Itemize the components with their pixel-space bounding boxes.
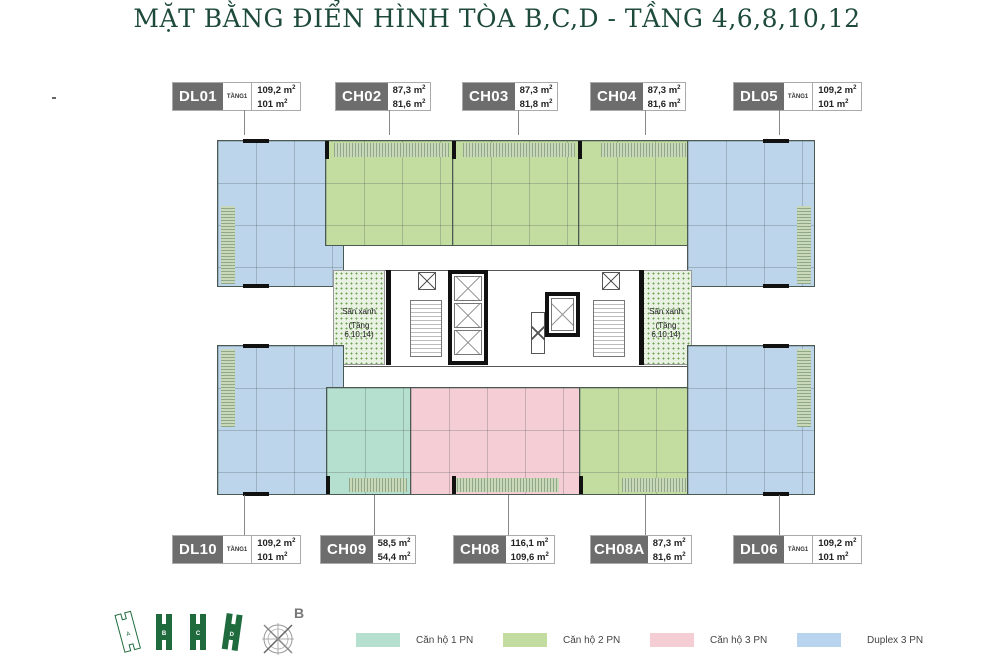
unit-dl06[interactable] — [687, 344, 815, 496]
legend-item-2pn: Căn hộ 2 PN — [503, 633, 620, 647]
legend-swatch — [650, 633, 694, 647]
block-key: A B C D — [114, 610, 243, 653]
unit-code: CH03 — [463, 83, 515, 110]
unit-floor: TẦNG1 — [784, 536, 814, 563]
legend-item-duplex: Duplex 3 PN — [797, 633, 923, 647]
stray-mark — [52, 97, 56, 99]
duct-icon — [602, 272, 620, 290]
leader-line — [645, 495, 646, 535]
leader-line — [779, 110, 780, 135]
elevator-shaft — [448, 270, 488, 365]
green-yard-right: Sân xanh (Tầng 6,10,14) — [640, 270, 692, 365]
duct-icon — [531, 312, 545, 354]
building-core — [344, 270, 687, 367]
svg-text:D: D — [229, 632, 235, 639]
unit-dl01[interactable] — [217, 139, 344, 288]
block-c-icon: C — [190, 614, 206, 650]
unit-dl10[interactable] — [217, 344, 344, 496]
leader-line — [508, 495, 509, 535]
block-b-icon: B — [156, 614, 172, 650]
leader-line — [645, 110, 646, 135]
compass-rose-icon: B — [262, 605, 304, 655]
unit-code: DL01 — [173, 83, 223, 110]
unit-floor: TẦNG1 — [223, 536, 253, 563]
leader-line — [244, 495, 245, 535]
legend-swatch — [356, 633, 400, 647]
legend-item-1pn: Căn hộ 1 PN — [356, 633, 473, 647]
leader-line — [374, 495, 375, 535]
unit-ch08[interactable] — [410, 387, 580, 495]
unit-floor: TẦNG1 — [784, 83, 814, 110]
legend-swatch — [503, 633, 547, 647]
leader-line — [518, 110, 519, 135]
unit-dl05[interactable] — [687, 139, 815, 288]
unit-code: CH04 — [591, 83, 643, 110]
unit-code: CH08A — [591, 536, 648, 563]
legend-item-3pn: Căn hộ 3 PN — [650, 633, 767, 647]
svg-text:C: C — [196, 631, 201, 637]
unit-code: DL06 — [734, 536, 784, 563]
legend-swatch — [797, 633, 841, 647]
svg-text:B: B — [294, 605, 304, 621]
block-a-icon: A — [114, 610, 141, 653]
unit-code: CH02 — [336, 83, 388, 110]
svg-text:B: B — [162, 631, 167, 637]
unit-ch03[interactable] — [452, 140, 579, 246]
block-d-icon: D — [221, 613, 243, 651]
service-elevator — [545, 292, 580, 337]
leader-line — [244, 110, 245, 135]
svg-text:A: A — [126, 631, 131, 638]
unit-code: CH08 — [454, 536, 506, 563]
unit-code: DL05 — [734, 83, 784, 110]
staircase-right — [593, 300, 625, 357]
unit-ch02[interactable] — [325, 140, 453, 246]
leader-line — [389, 110, 390, 135]
unit-code: CH09 — [321, 536, 373, 563]
duct-icon — [418, 272, 436, 290]
page-title: MẶT BẰNG ĐIỂN HÌNH TÒA B,C,D - TẦNG 4,6,… — [133, 4, 861, 33]
unit-ch08a[interactable] — [579, 387, 706, 495]
staircase-left — [410, 300, 442, 357]
unit-code: DL10 — [173, 536, 223, 563]
unit-ch09[interactable] — [326, 387, 411, 495]
unit-floor: TẦNG1 — [223, 83, 253, 110]
leader-line — [779, 495, 780, 535]
